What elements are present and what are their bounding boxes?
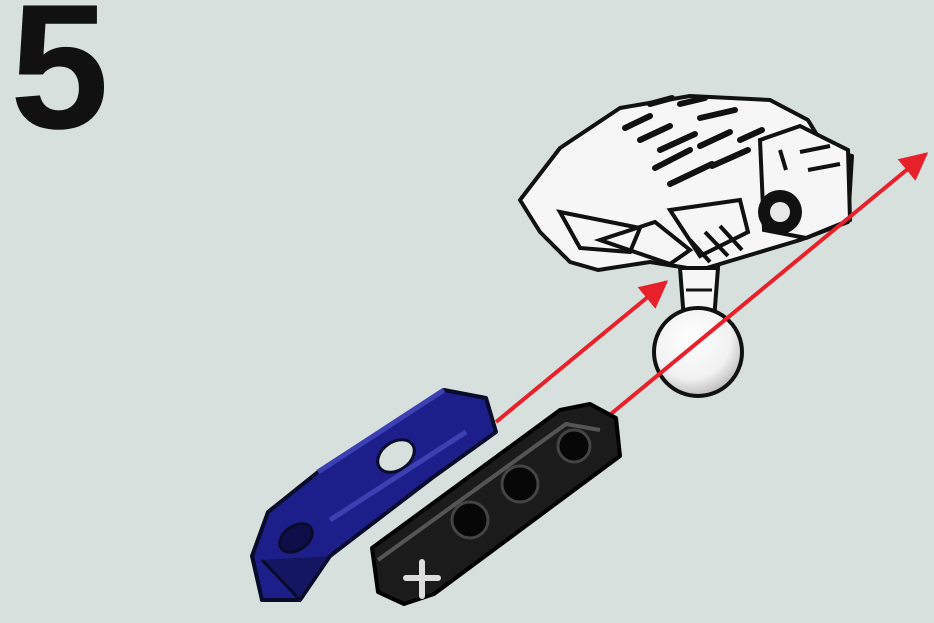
ball-joint-icon (654, 308, 742, 396)
white-head-armor-icon (520, 96, 852, 270)
